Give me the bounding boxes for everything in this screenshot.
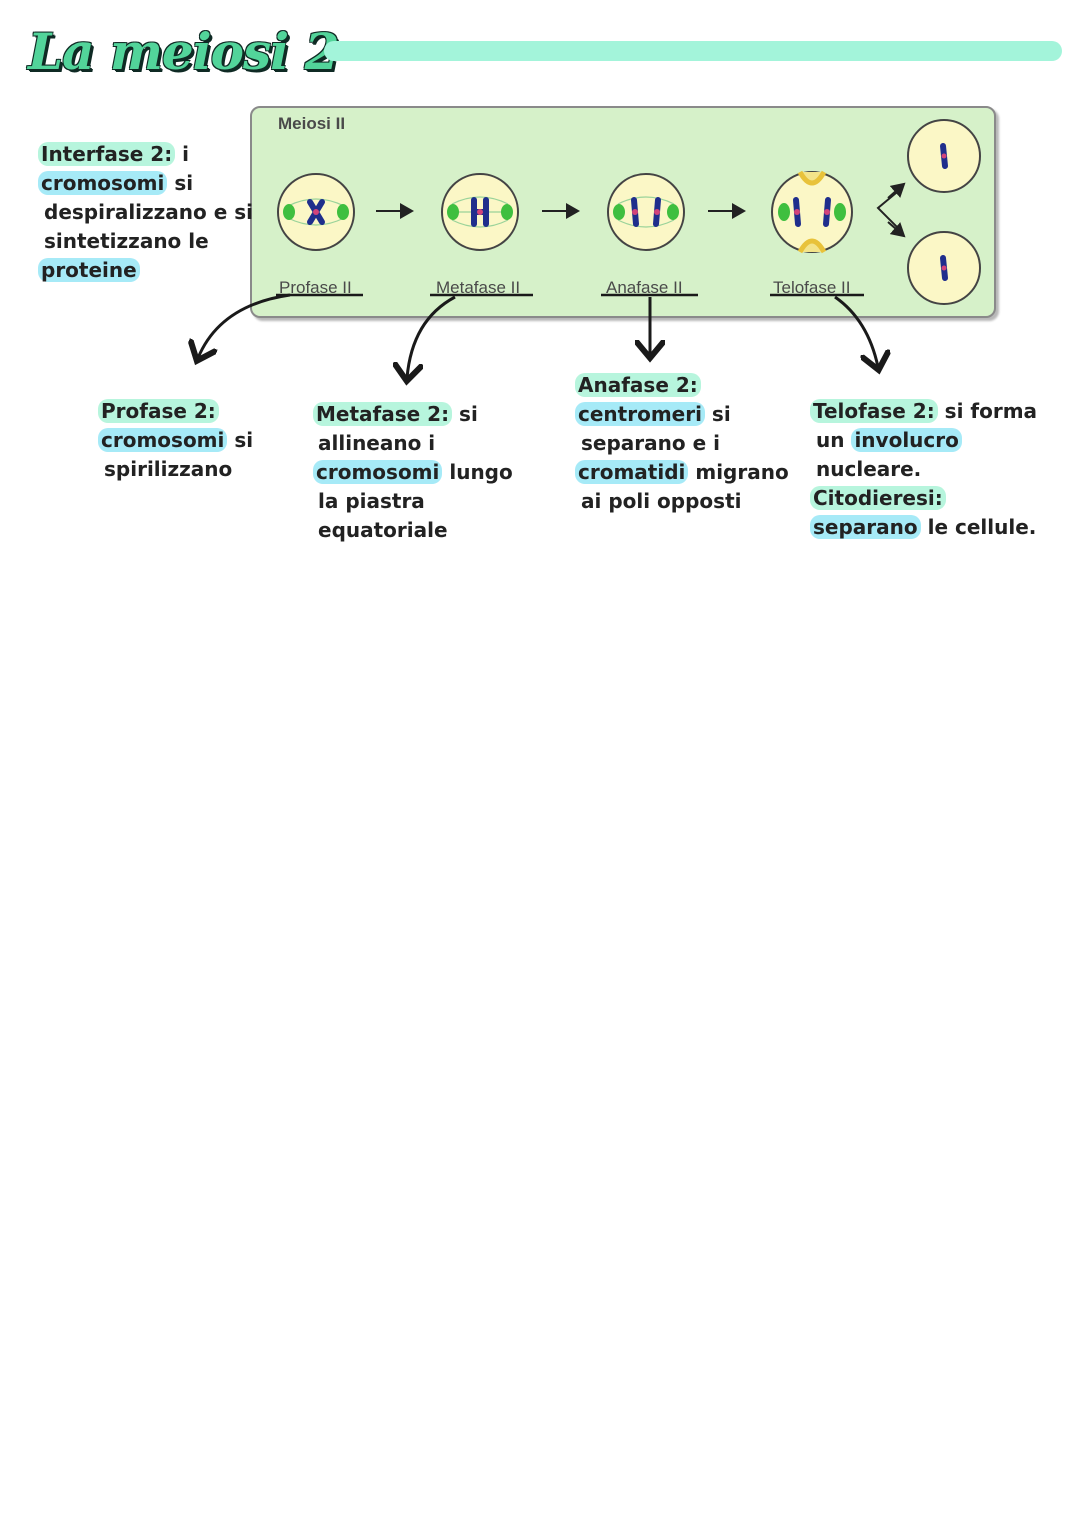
cell-metafase-ii xyxy=(441,173,519,251)
highlight-separano: separano xyxy=(810,515,921,539)
diagram-cells xyxy=(277,119,981,305)
page-title: La meiosi 2 xyxy=(28,22,339,81)
daughter-cell-bottom xyxy=(907,231,981,305)
term-citodieresi: Citodieresi: xyxy=(810,486,946,510)
note-metafase: Metafase 2: si allineano i cromosomi lun… xyxy=(313,400,513,545)
cell-anafase-ii xyxy=(607,173,685,251)
diagram-title: Meiosi II xyxy=(278,114,346,133)
cell-profase-ii xyxy=(277,173,355,251)
connector-arrows xyxy=(0,293,1080,600)
highlight-involucro: involucro xyxy=(851,428,962,452)
cell-telofase-ii xyxy=(771,170,853,254)
term-telofase: Telofase 2: xyxy=(810,399,938,423)
term-metafase: Metafase 2: xyxy=(313,402,453,426)
term-profase: Profase 2: xyxy=(98,399,219,423)
daughter-cell-top xyxy=(907,119,981,193)
title-underline-bar xyxy=(324,41,1062,61)
highlight-cromatidi: cromatidi xyxy=(575,460,689,484)
highlight-cromosomi: cromosomi xyxy=(98,428,228,452)
meiosis-ii-diagram: Meiosi II xyxy=(250,106,996,318)
phase-label-profase: Profase II xyxy=(279,278,352,297)
highlight-cromosomi: cromosomi xyxy=(38,171,168,195)
term-interfase: Interfase 2: xyxy=(38,142,176,166)
phase-label-metafase: Metafase II xyxy=(436,278,521,297)
note-interfase: Interfase 2: i cromosomi si despiralizza… xyxy=(38,140,253,285)
highlight-proteine: proteine xyxy=(38,258,140,282)
highlight-centromeri: centromeri xyxy=(575,402,705,426)
highlight-cromosomi: cromosomi xyxy=(313,460,443,484)
term-anafase: Anafase 2: xyxy=(575,373,701,397)
note-profase: Profase 2: cromosomi si spirilizzano xyxy=(98,397,253,484)
note-telofase: Telofase 2: si forma un involucro nuclea… xyxy=(810,397,1037,542)
phase-label-telofase: Telofase II xyxy=(773,278,851,297)
note-anafase: Anafase 2: centromeri si separano e i cr… xyxy=(575,371,789,516)
phase-label-anafase: Anafase II xyxy=(606,278,683,297)
